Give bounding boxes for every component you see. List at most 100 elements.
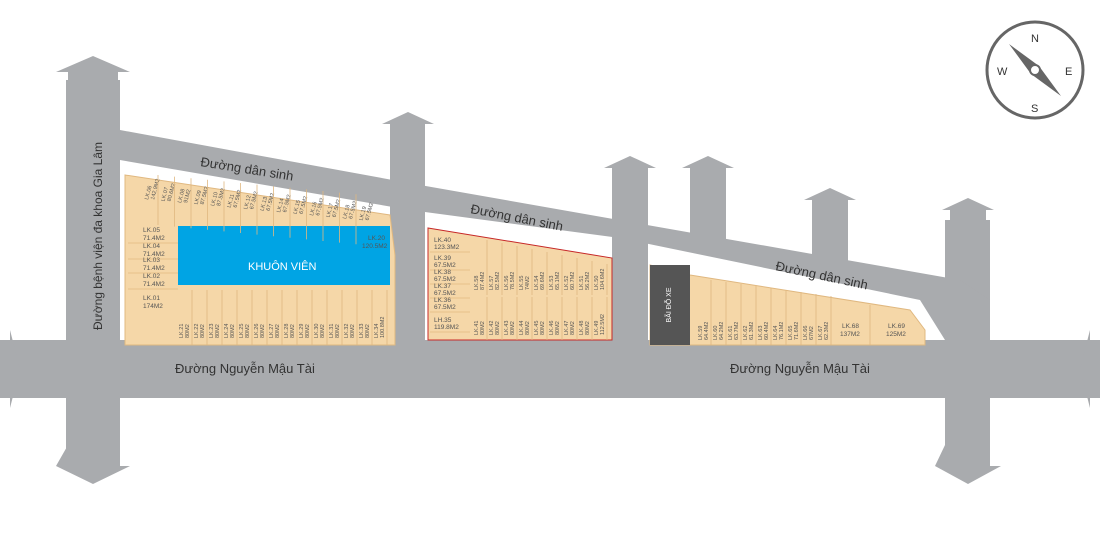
lot-area: 80M2: [510, 321, 516, 335]
compass-w: W: [997, 66, 1008, 78]
lot-code: LK.36: [434, 297, 451, 304]
lot-code: LK.57: [489, 276, 495, 290]
park-label: KHUÔN VIÊN: [248, 260, 317, 273]
lot-code: LK.08: [177, 188, 187, 203]
lot-code: LK.62: [743, 326, 749, 340]
lot-area: 67.5M2: [434, 304, 456, 311]
lot-area: 67.5M2: [434, 290, 456, 297]
road-label-nguyen-mau-tai-right: Đường Nguyễn Mậu Tài: [730, 361, 870, 376]
lot-area: 65.1M2: [555, 272, 561, 290]
road-network: [0, 56, 1100, 484]
arrow-up-6: [942, 198, 994, 226]
lot-code: LK.01: [143, 295, 160, 302]
lot-area: 67.5M2: [233, 189, 244, 208]
stub-road-1: [390, 125, 425, 345]
lot-area: 112.5M2: [600, 314, 606, 335]
lot-code: LK.14: [276, 198, 286, 213]
lot-area: 80M2: [480, 321, 486, 335]
lot-code: LK.63: [758, 326, 764, 340]
block-1: KHUÔN VIÊN LK.0571.4M2LK.0471.4M2LK.0371…: [124, 174, 396, 346]
lot-code: LK.24: [224, 324, 230, 338]
lot-area: 100.8M2: [380, 317, 386, 338]
lot-area: 80M2: [275, 324, 281, 338]
lot-code: LK.18: [342, 204, 352, 219]
park: [178, 226, 390, 285]
lot-code: LK.27: [269, 324, 275, 338]
lot-area: 71.6M2: [794, 322, 800, 340]
lot-area: 80M2: [585, 321, 591, 335]
road-label-nguyen-mau-tai-left: Đường Nguyễn Mậu Tài: [175, 361, 315, 376]
lot-area: 64.4M2: [704, 322, 710, 340]
lot-code: LK.04: [143, 243, 160, 250]
lot-code: LK.19: [359, 206, 369, 221]
lot-code: LK.16: [309, 201, 319, 216]
arrow-up-3: [604, 156, 656, 184]
lot-area: 125M2: [886, 331, 906, 338]
lot-area: 80M2: [230, 324, 236, 338]
road-label-benh-vien: Đường bệnh viện đa khoa Gia Lâm: [91, 142, 105, 330]
lot-area: 76.1M2: [779, 322, 785, 340]
lot-area: 80.6M2: [167, 183, 178, 202]
lot-area: 123.3M2: [434, 244, 460, 251]
lot-area: 80M2: [305, 324, 311, 338]
lot-area: 80M2: [365, 324, 371, 338]
lot-area: 80M2: [570, 321, 576, 335]
lot-code: LK.67: [818, 326, 824, 340]
lot-code: LK.21: [179, 324, 185, 338]
lot-area: 137M2: [840, 331, 860, 338]
lot-code: LK.65: [788, 326, 794, 340]
lot-code: LK.15: [293, 199, 303, 214]
arrow-right: [1080, 330, 1100, 408]
block-2: LK.40123.3M2LK.3967.5M2LK.3867.5M2LK.376…: [427, 227, 613, 341]
lot-code: LK.13: [260, 196, 270, 211]
lot-area: 67.5M2: [299, 196, 310, 215]
parking-lot: [650, 265, 690, 345]
lot-area: 80M2: [215, 324, 221, 338]
lot-area: 71.4M2: [143, 235, 165, 242]
lot-code: LK.39: [434, 255, 451, 262]
lot-code: LK.33: [359, 324, 365, 338]
lot-code: LK.58: [474, 276, 480, 290]
lot-code: LK.20: [368, 235, 385, 242]
lot-code: LK.60: [713, 326, 719, 340]
lot-code: LK.50: [594, 276, 600, 290]
lot-code: LK.49: [594, 321, 600, 335]
lot-area: 67.5M2: [266, 192, 277, 211]
block-2-left-lots: LK.40123.3M2LK.3967.5M2LK.3867.5M2LK.376…: [430, 237, 470, 333]
lot-area: 174M2: [143, 303, 163, 310]
compass-e: E: [1065, 66, 1072, 78]
lot-area: 67.5M2: [282, 194, 293, 213]
lot-area: 104.6M2: [600, 269, 606, 290]
arrow-left: [0, 330, 20, 408]
lot-code: LK.37: [434, 283, 451, 290]
compass-n: N: [1031, 33, 1039, 45]
block-2-outline: [427, 227, 613, 341]
compass-ring: [985, 20, 1085, 120]
lot-code: LH.35: [434, 317, 452, 324]
lot-code: LK.11: [227, 193, 236, 208]
dan-sinh-road: [66, 130, 990, 340]
compass-center: [1029, 64, 1041, 76]
lot-area: 64.2M2: [719, 322, 725, 340]
arrow-down-2: [935, 445, 1001, 484]
lot-code: LK.44: [519, 321, 525, 335]
lot-code: LK.07: [161, 187, 171, 202]
lot-area: 74M2: [525, 276, 531, 290]
lot-area: 80M2: [495, 321, 501, 335]
lot-code: LK.53: [549, 276, 555, 290]
lot-area: 63.7M2: [734, 322, 740, 340]
arrow-up-1: [56, 56, 130, 95]
stub-road-2: [612, 170, 648, 350]
lot-code: LK.52: [564, 276, 570, 290]
lot-area: 80M2: [260, 324, 266, 338]
lot-area: 80M2: [350, 324, 356, 338]
arrow-up-5: [804, 188, 856, 216]
lot-code: LK.51: [579, 276, 585, 290]
lot-code: LK.42: [489, 321, 495, 335]
